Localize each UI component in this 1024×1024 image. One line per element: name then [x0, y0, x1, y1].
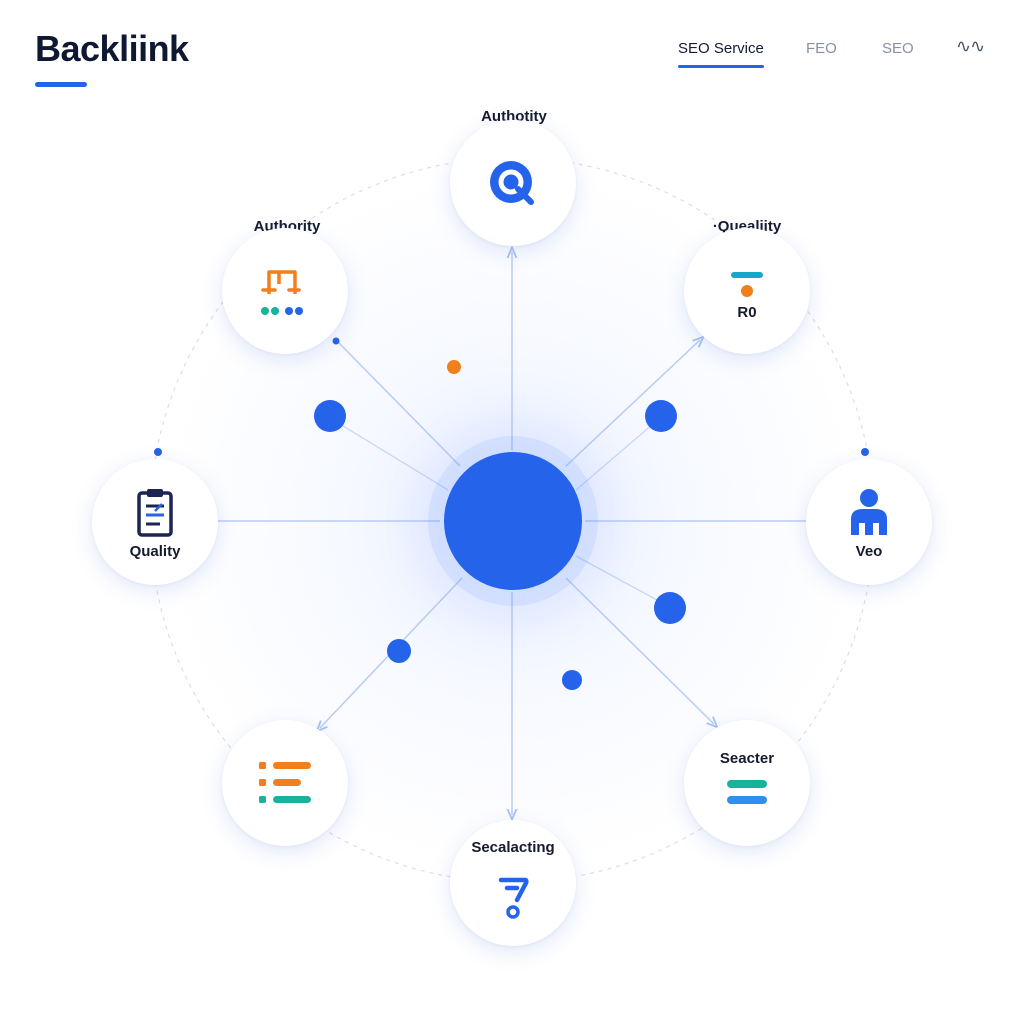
satellite-dot [654, 592, 686, 624]
node-veo[interactable]: Veo [806, 459, 932, 585]
satellite-dot [387, 639, 411, 663]
satellite-dot [447, 360, 461, 374]
connector-left-up [329, 417, 449, 491]
wave-icon: ∿∿ [956, 36, 985, 56]
node-secalacting[interactable] [450, 820, 576, 946]
nav-item-label: FEO [806, 40, 837, 57]
question-icon [498, 877, 529, 919]
node-label-left: Quality [129, 543, 181, 560]
node-authotity[interactable] [450, 120, 576, 246]
node-list[interactable] [222, 720, 348, 846]
connector-bottom-right [565, 577, 714, 724]
nav-item-seo-service[interactable]: SEO Service [678, 40, 764, 68]
satellite-dot [645, 400, 677, 432]
connector-right-down [575, 555, 669, 607]
node-authority[interactable] [222, 228, 348, 354]
node-quality-top-right[interactable]: R0 [684, 228, 810, 354]
magnifier-icon [490, 161, 534, 205]
connector-top-right [565, 340, 700, 467]
clipboard-icon [137, 489, 173, 537]
satellite-dot [154, 448, 162, 456]
satellite-dot [562, 670, 582, 690]
nav-item-feo[interactable]: FEO [806, 40, 837, 57]
brand-title: Backliink [35, 28, 189, 69]
nav-item-label: SEO Service [678, 40, 764, 57]
satellite-dot [314, 400, 346, 432]
user-icon [851, 489, 887, 535]
flag-dots-icon [261, 270, 303, 315]
nav-item-more[interactable]: ∿∿ [956, 36, 985, 57]
node-label-right: Veo [855, 543, 883, 560]
node-label-bottom: Secalacting [471, 839, 555, 856]
brand-underline [35, 82, 87, 87]
connector-top-left [336, 340, 461, 467]
nav-item-label: SEO [882, 40, 914, 57]
nav-active-indicator [678, 65, 764, 68]
nav-item-seo[interactable]: SEO [882, 40, 914, 57]
top-nav: SEO Service FEO SEO ∿∿ [660, 36, 994, 80]
node-seacter[interactable]: Seacter [684, 720, 810, 846]
satellite-dot [861, 448, 869, 456]
node-label-bottom-right: Seacter [719, 750, 775, 767]
node-quality[interactable]: Quality [92, 459, 218, 585]
bars-icon [727, 780, 767, 804]
node-sublabel: R0 [737, 304, 757, 321]
satellite-dot [332, 337, 340, 345]
central-hub[interactable] [444, 452, 582, 590]
list-icon [259, 762, 311, 803]
pin-bar-icon [731, 272, 763, 297]
connector-right-up [575, 417, 661, 491]
